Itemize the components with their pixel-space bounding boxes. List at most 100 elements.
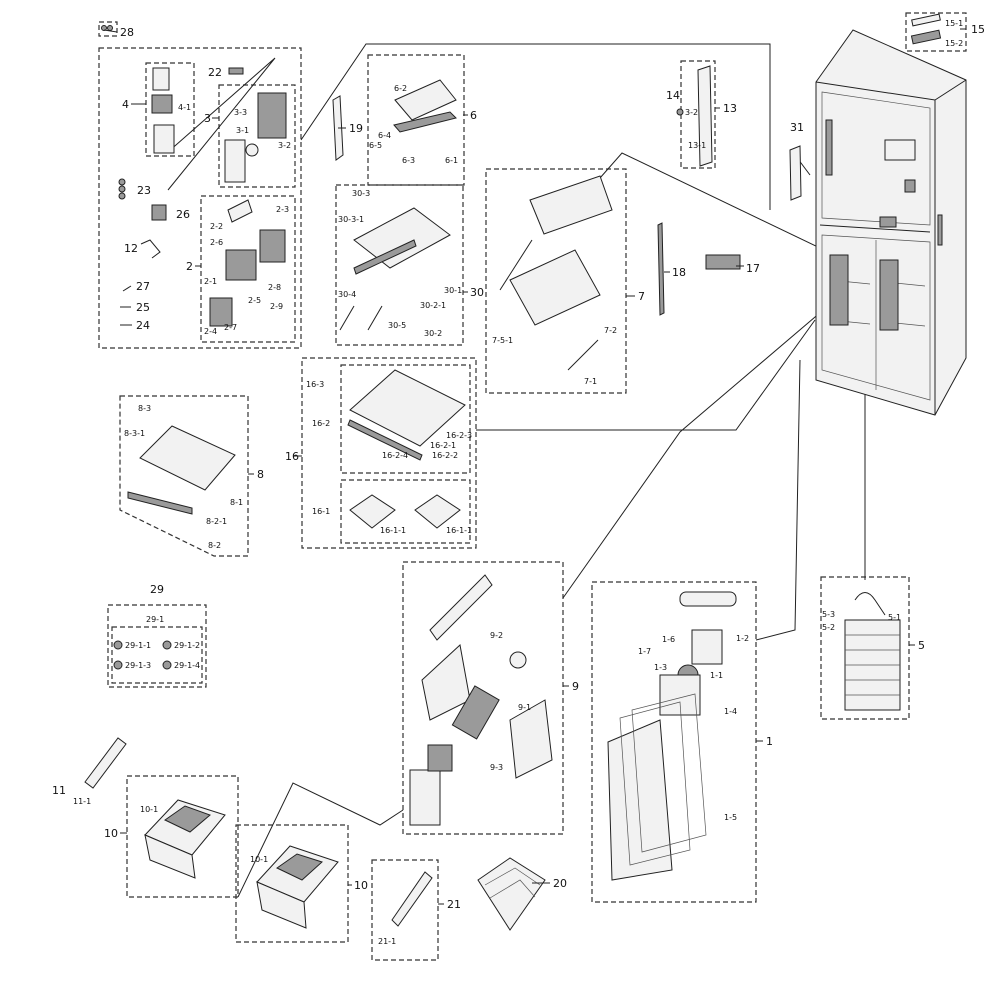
label-30-3: 30-3 <box>352 189 370 198</box>
label-5-1: 5-1 <box>888 613 901 622</box>
label-7: 7 <box>638 290 645 303</box>
label-15: 15 <box>971 23 985 36</box>
label-16-3: 16-3 <box>306 380 324 389</box>
label-7-2: 7-2 <box>604 326 617 335</box>
connector-1 <box>755 359 801 641</box>
label-30: 30 <box>470 286 484 299</box>
part-13 <box>676 65 713 167</box>
label-16-2-4: 16-2-4 <box>382 451 408 460</box>
connector-4-3 <box>167 57 276 191</box>
part-9 <box>409 574 553 826</box>
label-2-9: 2-9 <box>270 302 283 311</box>
part-12 <box>140 239 161 259</box>
label-16: 16 <box>285 450 299 463</box>
label-6-4: 6-4 <box>378 131 391 140</box>
label-8-2-1: 8-2-1 <box>206 517 227 526</box>
group-box-10a <box>126 775 239 898</box>
label-2-1: 2-1 <box>204 277 217 286</box>
group-box-8 <box>119 395 249 557</box>
part-3 <box>224 92 287 183</box>
label-1-1: 1-1 <box>710 671 723 680</box>
group-box-28 <box>98 21 118 37</box>
group-box-29 <box>107 604 207 688</box>
label-16-1-1b: 16-1-1 <box>446 526 472 535</box>
label-16-2-2: 16-2-2 <box>432 451 458 460</box>
label-2: 2 <box>186 260 193 273</box>
part-4 <box>151 67 175 154</box>
label-leader-ticks <box>103 28 966 905</box>
label-3: 3 <box>204 112 211 125</box>
group-box-15 <box>905 12 967 52</box>
part-28 <box>101 25 113 31</box>
label-24: 24 <box>136 319 150 332</box>
part-29-1 <box>113 640 172 670</box>
label-30-1: 30-1 <box>444 286 462 295</box>
label-29: 29 <box>150 583 164 596</box>
label-6-3: 6-3 <box>402 156 415 165</box>
label-6-5: 6-5 <box>369 141 382 150</box>
label-13: 13 <box>723 102 737 115</box>
group-box-left-upper <box>98 47 302 349</box>
label-6-1: 6-1 <box>445 156 458 165</box>
part-31 <box>789 145 802 201</box>
label-16-1-1a: 16-1-1 <box>380 526 406 535</box>
part-8-shelf <box>127 425 236 515</box>
label-8-3-1: 8-3-1 <box>124 429 145 438</box>
label-18: 18 <box>672 266 686 279</box>
label-30-5: 30-5 <box>388 321 406 330</box>
refrigerator-cabinet <box>815 29 967 416</box>
group-box-16-1 <box>340 479 471 544</box>
label-6-2: 6-2 <box>394 84 407 93</box>
group-box-29-1 <box>111 626 203 684</box>
part-15 <box>910 13 942 45</box>
connector-left-upper <box>300 43 771 210</box>
label-2-3: 2-3 <box>276 205 289 214</box>
part-26 <box>151 204 167 221</box>
label-30-2: 30-2 <box>424 329 442 338</box>
label-1-2: 1-2 <box>736 634 749 643</box>
group-box-3 <box>218 84 296 188</box>
part-6-shelf <box>393 79 457 133</box>
label-16-2-3: 16-2-3 <box>446 431 472 440</box>
label-8-1: 8-1 <box>230 498 243 507</box>
label-9-2: 9-2 <box>490 631 503 640</box>
part-16-drawer <box>347 369 466 461</box>
label-3-1: 3-1 <box>236 126 249 135</box>
connector-7 <box>599 152 846 261</box>
label-3-2: 3-2 <box>278 141 291 150</box>
label-16-2: 16-2 <box>312 419 330 428</box>
label-1-7: 1-7 <box>638 647 651 656</box>
label-28: 28 <box>120 26 134 39</box>
label-7-5-1: 7-5-1 <box>492 336 513 345</box>
label-8: 8 <box>257 468 264 481</box>
label-30-2-1: 30-2-1 <box>420 301 446 310</box>
label-5-3: 5-3 <box>822 610 835 619</box>
group-box-7 <box>485 168 627 394</box>
label-16-1: 16-1 <box>312 507 330 516</box>
label-13-3-2: 3-2 <box>685 108 698 117</box>
group-box-21 <box>371 859 439 961</box>
group-box-4 <box>145 62 195 157</box>
label-7-1: 7-1 <box>584 377 597 386</box>
label-29-1-2: 29-1-2 <box>174 641 200 650</box>
label-30-3-1: 30-3-1 <box>338 215 364 224</box>
label-23: 23 <box>137 184 151 197</box>
label-29-1-4: 29-1-4 <box>174 661 200 670</box>
label-22: 22 <box>208 66 222 79</box>
label-10a: 10 <box>104 827 118 840</box>
label-2-7: 2-7 <box>224 323 237 332</box>
label-17: 17 <box>746 262 760 275</box>
part-30-shelf <box>339 207 451 331</box>
label-29-1-3: 29-1-3 <box>125 661 151 670</box>
label-5-2: 5-2 <box>822 623 835 632</box>
group-box-10b <box>235 824 349 943</box>
label-11-1: 11-1 <box>73 797 91 806</box>
label-1-5: 1-5 <box>724 813 737 822</box>
label-8-2: 8-2 <box>208 541 221 550</box>
label-10b: 10 <box>354 879 368 892</box>
part-11 <box>84 737 127 789</box>
label-4: 4 <box>122 98 129 111</box>
label-2-4: 2-4 <box>204 327 217 336</box>
label-21-1: 21-1 <box>378 937 396 946</box>
